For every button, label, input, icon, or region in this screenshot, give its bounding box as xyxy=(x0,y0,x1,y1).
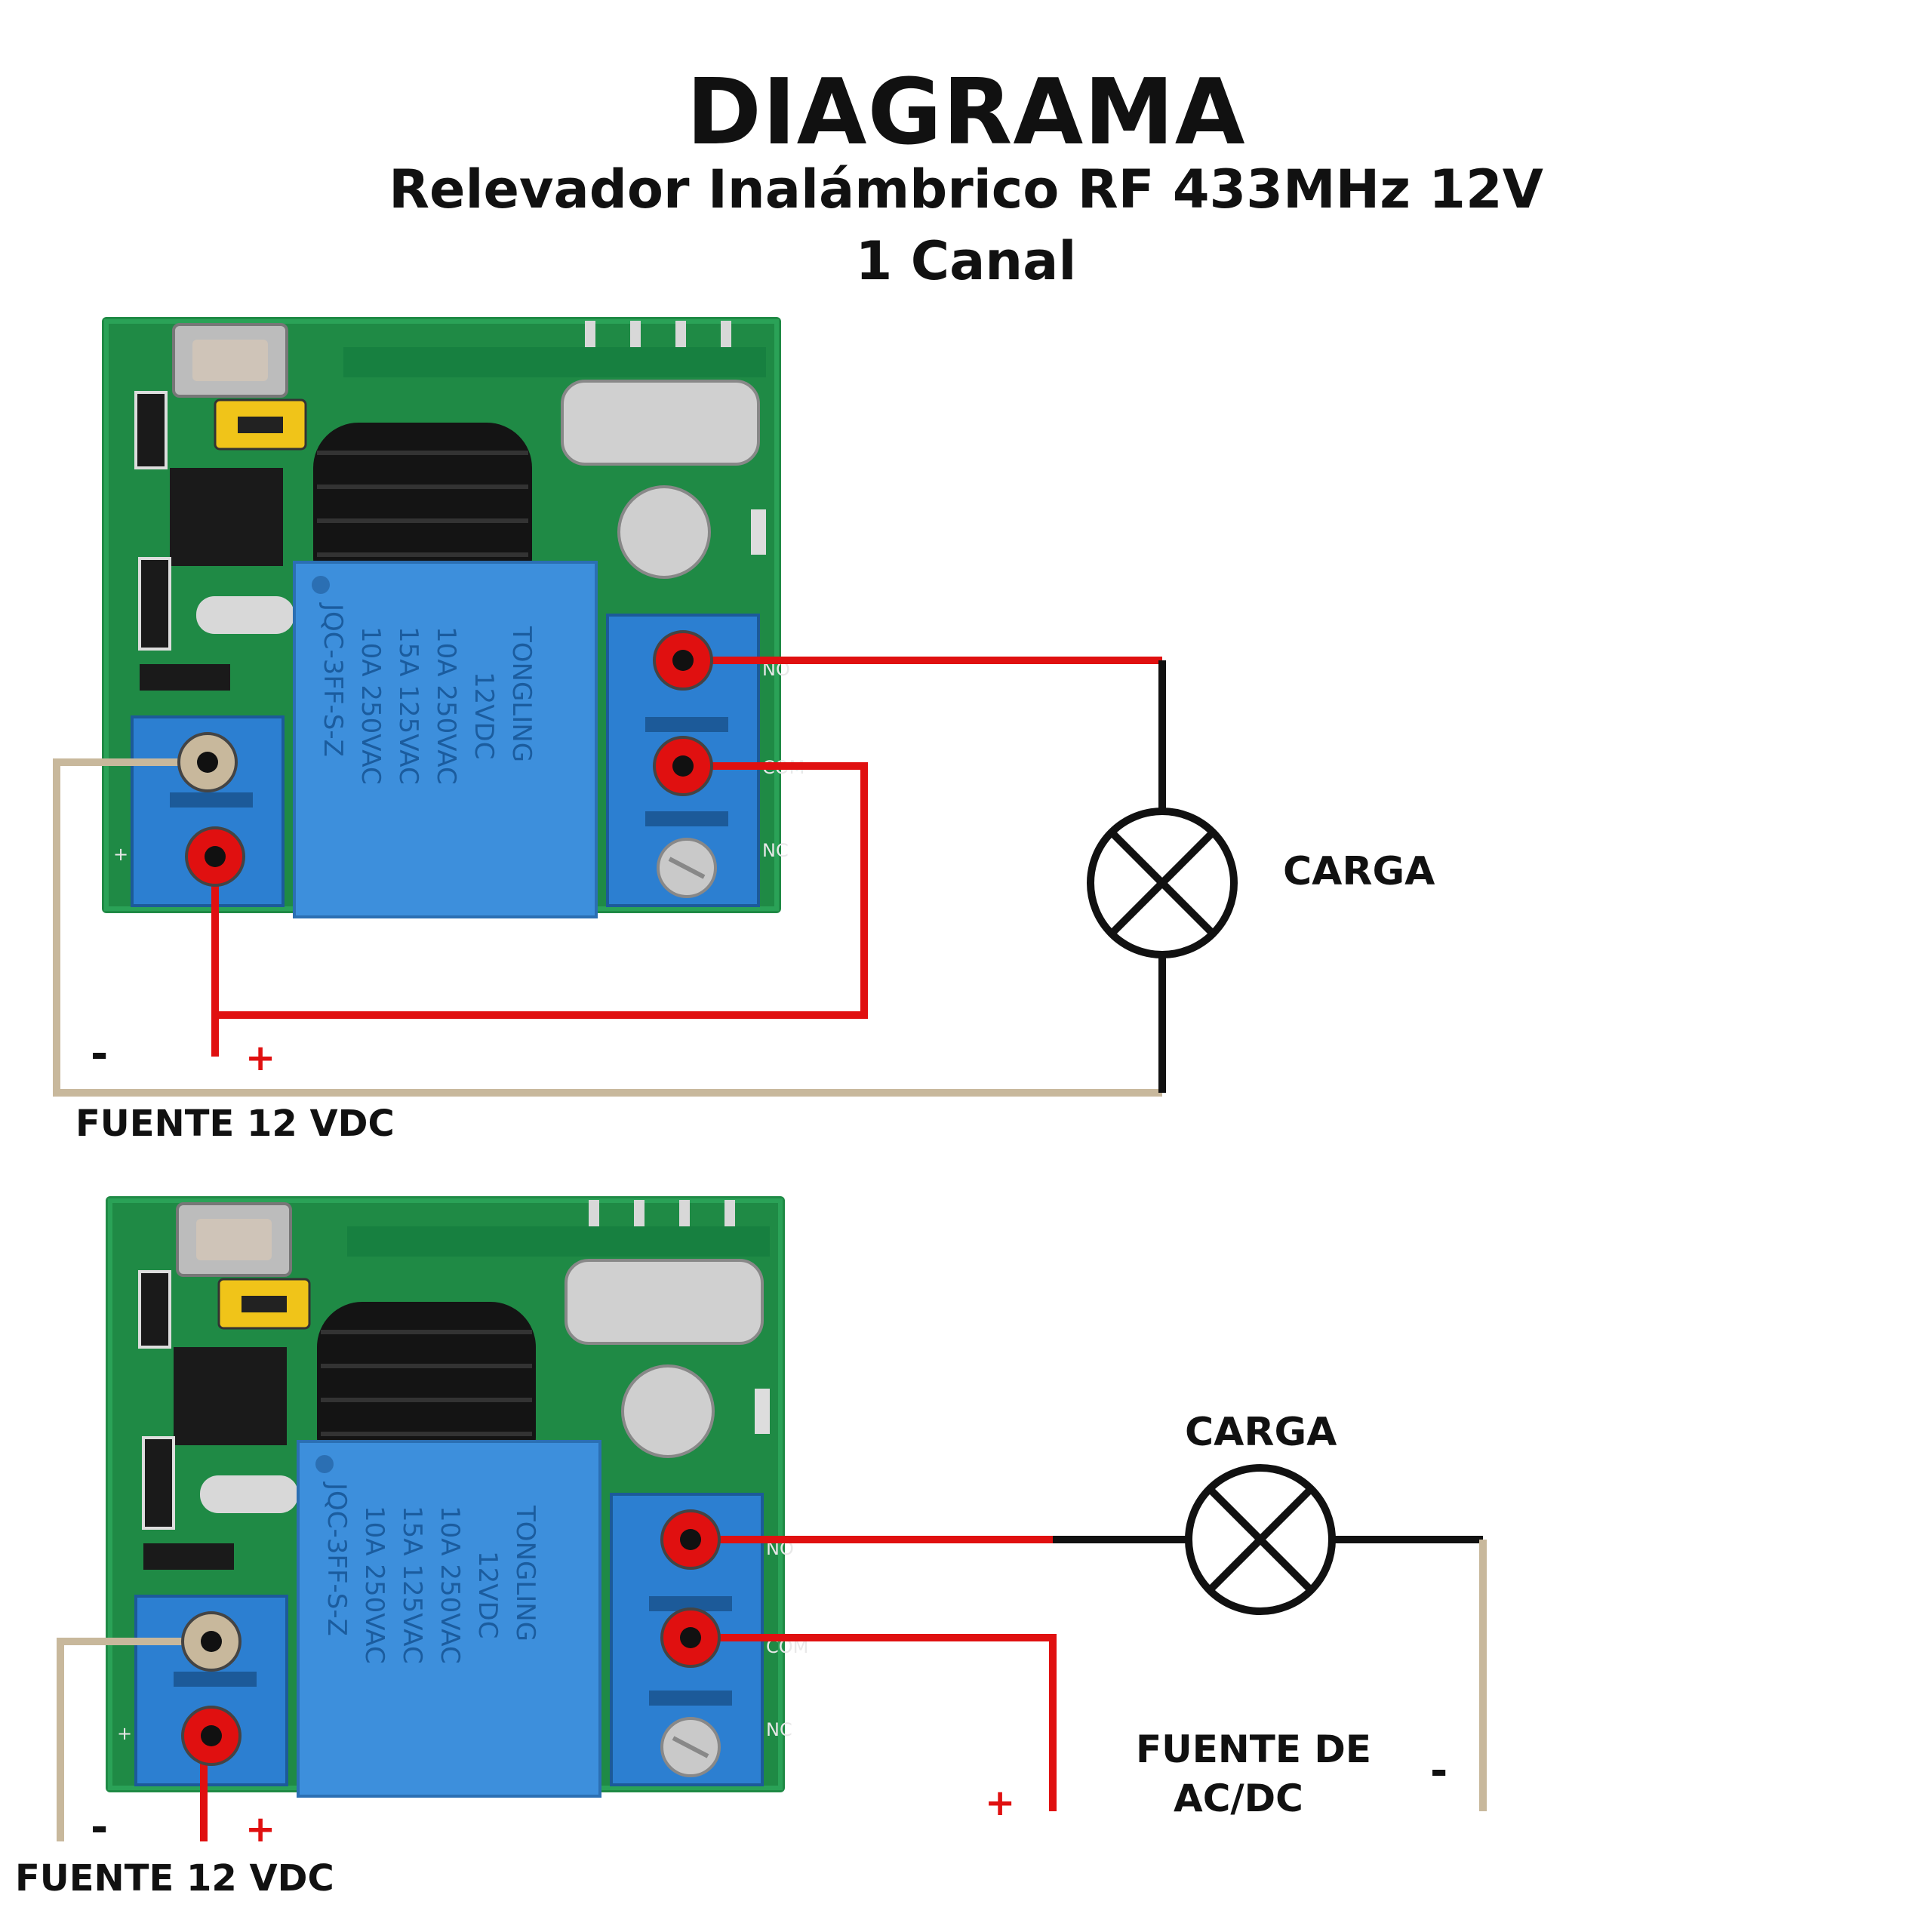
lamp-2-icon xyxy=(1185,1464,1336,1615)
source-1-minus: - xyxy=(91,1029,108,1078)
relay-module-2: TONGLING 12VDC 10A 250VAC 15A 125VAC 10A… xyxy=(106,1196,808,1796)
relay-1-rating-b: 15A 125VAC xyxy=(393,626,423,785)
terminal-2-plus-label: + xyxy=(117,1723,132,1744)
terminal-2-nc-label: NC xyxy=(766,1719,792,1740)
relay-1-model: JQC-3FF-S-Z xyxy=(318,602,348,757)
terminal-1-plus-label: + xyxy=(113,844,128,865)
load-label-1: CARGA xyxy=(1283,849,1435,894)
ext-source-label-line2: AC/DC xyxy=(1174,1777,1303,1820)
page-title: DIAGRAMA xyxy=(686,60,1246,165)
relay-1-rating-c: 10A 250VAC xyxy=(355,626,386,785)
ext-source-plus: + xyxy=(985,1782,1015,1824)
wires-diagram-1 xyxy=(53,657,1166,1097)
page-subtitle: Relevador Inalámbrico RF 433MHz 12V xyxy=(389,158,1543,220)
wires-diagram-2 xyxy=(57,1536,1487,1841)
relay-2-brand: TONGLING xyxy=(510,1505,540,1641)
lamp-1-icon xyxy=(1087,808,1238,958)
terminals-diagram-2 xyxy=(181,1509,721,1766)
source-2-plus: + xyxy=(245,1808,275,1850)
relay-2-rating-c: 10A 250VAC xyxy=(359,1506,389,1664)
source-2-label: FUENTE 12 VDC xyxy=(15,1857,334,1900)
ext-source-label-line1: FUENTE DE xyxy=(1136,1727,1371,1771)
source-2-minus: - xyxy=(91,1803,108,1852)
relay-2-voltage: 12VDC xyxy=(472,1551,503,1638)
ext-source-minus: - xyxy=(1430,1746,1447,1795)
relay-1-rating-a: 10A 250VAC xyxy=(431,626,461,785)
load-label-2: CARGA xyxy=(1185,1410,1337,1455)
source-1-label: FUENTE 12 VDC xyxy=(75,1103,395,1145)
terminal-1-nc-label: NC xyxy=(762,840,789,861)
relay-module-1: TONGLING 12VDC 10A 250VAC 15A 125VAC 10A… xyxy=(102,317,804,917)
page-subtitle-channels: 1 Canal xyxy=(855,230,1077,292)
source-1-plus: + xyxy=(245,1037,275,1079)
relay-1-brand: TONGLING xyxy=(506,626,537,762)
terminals-diagram-1 xyxy=(177,630,713,887)
relay-2-rating-b: 15A 125VAC xyxy=(397,1506,427,1664)
relay-1-voltage: 12VDC xyxy=(469,672,499,759)
relay-2-rating-a: 10A 250VAC xyxy=(435,1506,465,1664)
relay-2-model: JQC-3FF-S-Z xyxy=(321,1481,352,1636)
